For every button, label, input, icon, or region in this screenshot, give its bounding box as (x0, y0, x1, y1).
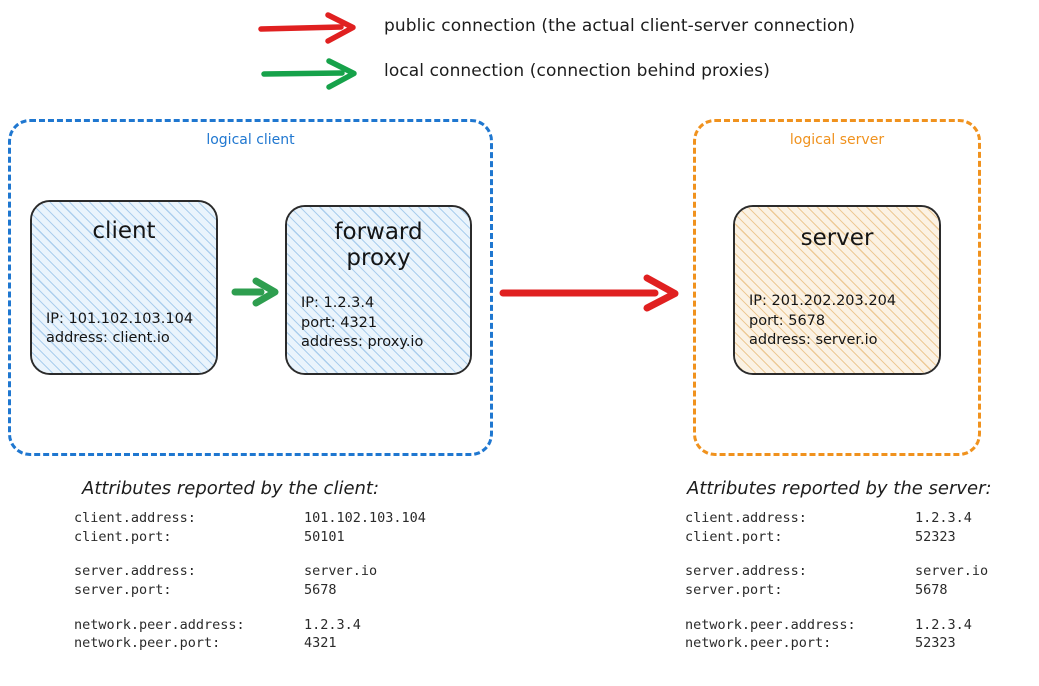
node-forward-proxy-prop-address: address: proxy.io (301, 334, 424, 351)
table-row: server.port: 5678 (74, 581, 426, 600)
attr-value: server.io (915, 563, 989, 580)
attr-key: network.peer.address: (685, 616, 856, 633)
table-row: network.peer.address: 1.2.3.4 (74, 616, 426, 635)
node-client: client IP: 101.102.103.104 address: clie… (30, 200, 218, 375)
table-spacer (74, 546, 426, 562)
server-attributes-table: client.address: 1.2.3.4 client.port: 523… (685, 509, 988, 653)
attr-key: client.port: (685, 528, 783, 545)
legend-label-local: local connection (connection behind prox… (384, 61, 770, 81)
attr-value: 50101 (304, 528, 345, 545)
node-client-props: IP: 101.102.103.104 address: client.io (46, 310, 202, 349)
table-spacer (685, 600, 988, 616)
logical-server-label: logical server (789, 132, 885, 148)
logical-client-label: logical client (206, 132, 295, 148)
logical-server-group: logical server (693, 119, 981, 456)
attr-value: 52323 (915, 528, 956, 545)
client-attributes-heading: Attributes reported by the client: (82, 478, 380, 499)
node-forward-proxy-props: IP: 1.2.3.4 port: 4321 address: proxy.io (301, 294, 456, 353)
attr-key: network.peer.address: (74, 616, 245, 633)
attr-value: server.io (304, 563, 378, 580)
node-server-props: IP: 201.202.203.204 port: 5678 address: … (749, 292, 925, 351)
node-server: server IP: 201.202.203.204 port: 5678 ad… (733, 205, 941, 375)
attr-key: server.address: (74, 563, 196, 580)
table-row: server.address: server.io (74, 562, 426, 581)
attr-value: 52323 (915, 635, 956, 652)
attr-key: client.address: (74, 510, 196, 526)
client-attributes-panel: Attributes reported by the client: clien… (74, 478, 426, 653)
table-row: client.address: 101.102.103.104 (74, 509, 426, 528)
green-arrow-icon (261, 58, 357, 90)
table-row: client.port: 52323 (685, 528, 988, 547)
attr-value: 5678 (304, 581, 337, 598)
node-server-prop-ip: IP: 201.202.203.204 (749, 293, 897, 310)
server-attributes-heading: Attributes reported by the server: (687, 478, 992, 499)
attr-key: network.peer.port: (685, 635, 832, 652)
table-row: network.peer.port: 52323 (685, 634, 988, 653)
legend-label-public: public connection (the actual client-ser… (384, 16, 856, 36)
attr-key: server.port: (74, 581, 172, 598)
attr-value: 101.102.103.104 (304, 510, 426, 526)
node-server-title: server (800, 225, 874, 251)
attr-key: client.address: (685, 510, 807, 526)
attr-value: 5678 (915, 581, 948, 598)
attr-key: network.peer.port: (74, 635, 221, 652)
node-client-prop-ip: IP: 101.102.103.104 (46, 310, 194, 327)
public-connection-arrow (499, 274, 679, 312)
table-spacer (685, 546, 988, 562)
server-attributes-panel: Attributes reported by the server: clien… (685, 478, 992, 653)
node-client-prop-address: address: client.io (46, 330, 170, 347)
table-row: client.port: 50101 (74, 528, 426, 547)
table-row: client.address: 1.2.3.4 (685, 509, 988, 528)
table-spacer (74, 600, 426, 616)
attr-value: 4321 (304, 635, 337, 652)
table-row: server.port: 5678 (685, 581, 988, 600)
node-forward-proxy-title: forward proxy (334, 219, 423, 272)
attr-value: 1.2.3.4 (915, 616, 972, 633)
attr-key: client.port: (74, 528, 172, 545)
local-connection-arrow (231, 277, 279, 307)
table-row: server.address: server.io (685, 562, 988, 581)
node-forward-proxy-prop-port: port: 4321 (301, 314, 378, 331)
attr-key: server.port: (685, 581, 783, 598)
node-forward-proxy: forward proxy IP: 1.2.3.4 port: 4321 add… (285, 205, 472, 375)
client-attributes-table: client.address: 101.102.103.104 client.p… (74, 509, 426, 653)
node-server-prop-port: port: 5678 (749, 312, 826, 329)
node-client-title: client (92, 218, 156, 244)
table-row: network.peer.port: 4321 (74, 634, 426, 653)
logical-client-group: logical client (8, 119, 493, 456)
attr-value: 1.2.3.4 (915, 510, 972, 526)
node-forward-proxy-prop-ip: IP: 1.2.3.4 (301, 295, 375, 312)
table-row: network.peer.address: 1.2.3.4 (685, 616, 988, 635)
red-arrow-icon (258, 12, 356, 44)
attr-key: server.address: (685, 563, 807, 580)
attr-value: 1.2.3.4 (304, 616, 361, 633)
node-server-prop-address: address: server.io (749, 332, 878, 349)
